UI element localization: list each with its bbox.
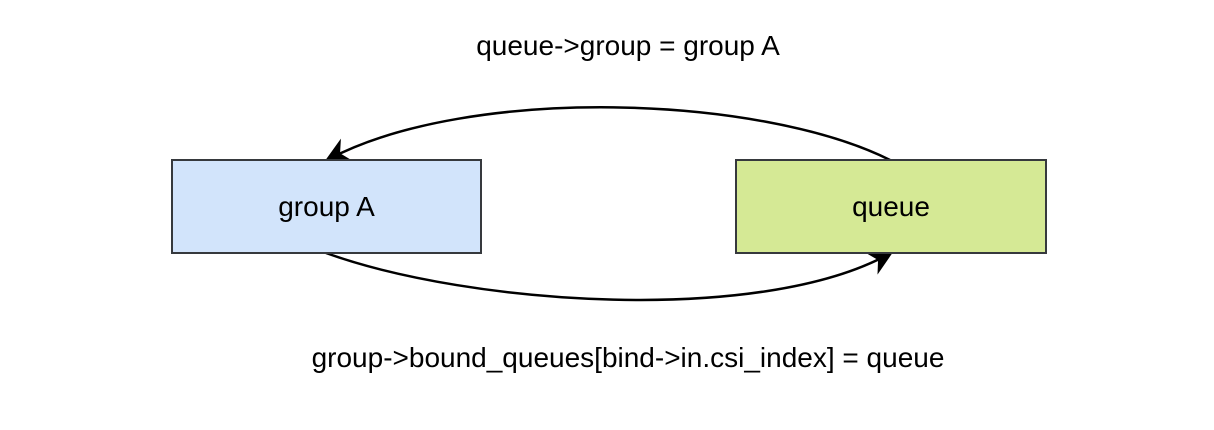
- edge-group-to-queue-arrow: [325, 251, 894, 302]
- edge-label-group-to-queue: group->bound_queues[bind->in.csi_index] …: [311, 342, 945, 373]
- edge-label-queue-to-group: queue->group = group A: [476, 30, 780, 61]
- node-queue-label: queue: [852, 190, 930, 222]
- node-group-a: group A: [171, 159, 482, 254]
- edge-queue-to-group-arrow: [324, 106, 891, 162]
- node-group-a-label: group A: [278, 190, 375, 222]
- node-queue: queue: [735, 159, 1047, 254]
